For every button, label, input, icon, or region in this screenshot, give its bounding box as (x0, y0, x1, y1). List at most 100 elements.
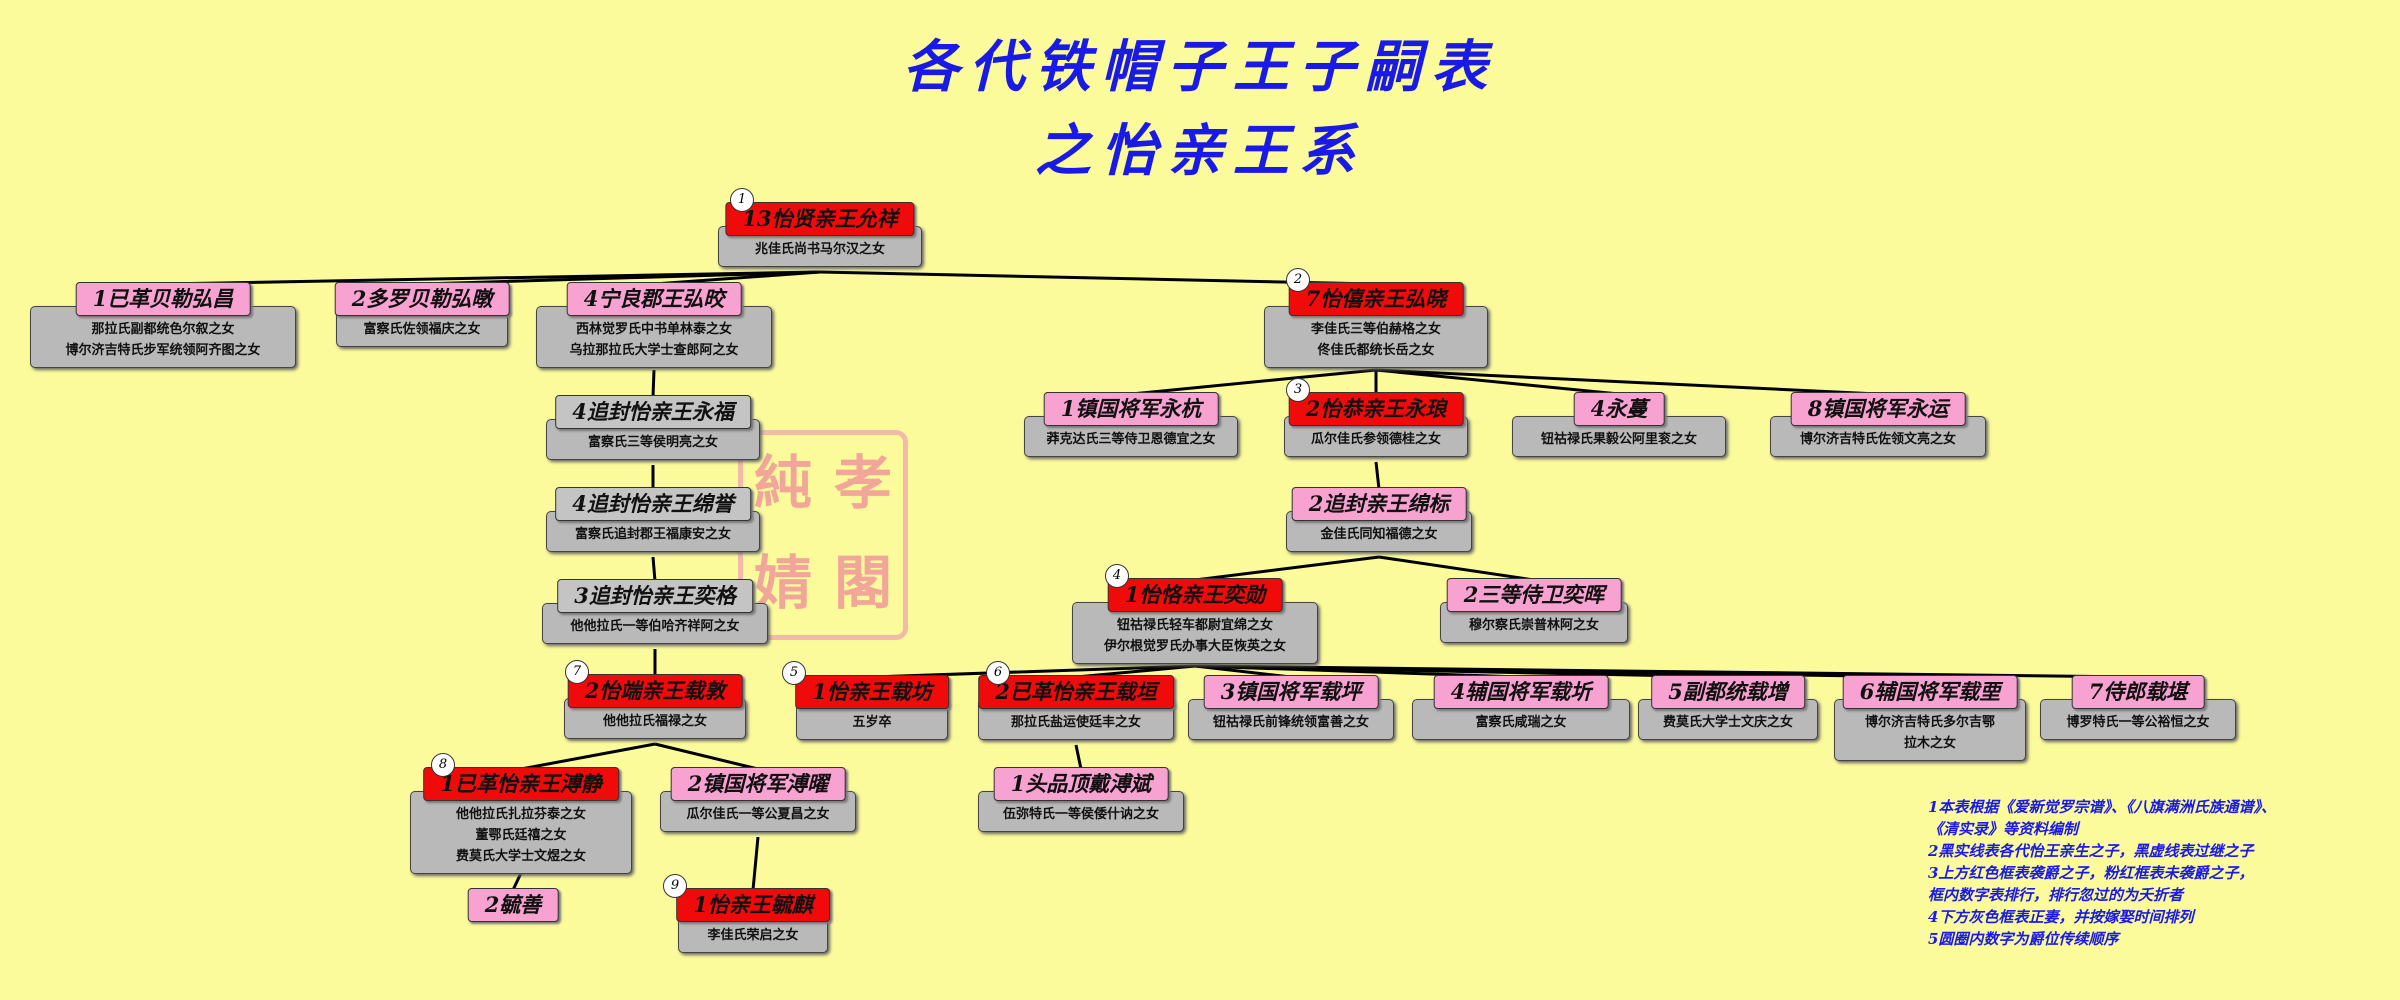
spouse-entry: 费莫氏大学士文庆之女 (1662, 715, 1793, 730)
connector-puyao-yuqi (751, 836, 760, 891)
connector-mianyu-yige (651, 556, 657, 582)
person-name: 3追封怡亲王奕格 (557, 579, 753, 613)
person-name: 6辅国将军载垔 (1842, 675, 2018, 709)
spouse-box: 博尔济吉特氏多尔吉鄂拉木之女 (1834, 699, 2026, 761)
spouse-entry: 费莫氏大学士文煜之女 (455, 849, 586, 864)
spouse-entry: 他他拉氏一等伯哈齐祥阿之女 (570, 619, 740, 634)
spouse-entry: 金佳氏同知福德之女 (1320, 527, 1438, 542)
seal-char-1: 純 (753, 449, 812, 517)
spouse-entry: 董鄂氏廷禧之女 (475, 828, 567, 843)
person-name: 4永蔓 (1573, 392, 1665, 426)
spouse-entry: 博尔济吉特氏多尔吉鄂 (1864, 715, 1995, 730)
connector-pujing-yushan (511, 872, 523, 891)
spouse-entry: 伊尔根觉罗氏办事大臣恢英之女 (1103, 639, 1286, 654)
spouse-entry: 李佳氏荣启之女 (707, 928, 799, 943)
spouse-box: 那拉氏副都统色尔叙之女博尔济吉特氏步军统领阿齐图之女 (30, 306, 296, 368)
spouse-entry: 五岁卒 (852, 715, 892, 730)
spouse-entry: 莽克达氏三等侍卫恩德宜之女 (1046, 432, 1216, 447)
note-line-7: 5圆圈内数字为爵位传续顺序 (1928, 930, 2119, 948)
chart-title-line-2: 之怡亲王系 (1035, 118, 1365, 184)
person-name: 7侍郎载堪 (2071, 675, 2205, 709)
legend-notes: 1本表根据《爱新觉罗宗谱》、《八旗满洲氏族通谱》、 《清实录》等资料编制 2黑实… (1928, 796, 2390, 950)
spouse-entry: 拉木之女 (1903, 736, 1956, 751)
succession-order-circle: 7 (565, 660, 589, 684)
spouse-entry: 伍弥特氏一等侯倭什讷之女 (1002, 807, 1159, 822)
note-line-3: 2黑实线表各代怡王亲生之子，黑虚线表过继之子 (1928, 842, 2254, 860)
connector-yinxiang-hongxiao (819, 270, 1377, 286)
succession-order-circle: 4 (1105, 564, 1129, 588)
note-line-2: 《清实录》等资料编制 (1928, 820, 2079, 838)
person-name: 8镇国将军永运 (1790, 392, 1966, 426)
spouse-entry: 那拉氏盐运使廷丰之女 (1010, 715, 1141, 730)
connector-mianbiao-yihui (1378, 555, 1535, 582)
person-name: 1怡恪亲王奕勋 (1107, 578, 1283, 612)
connector-hongxiao-yongkang (1130, 368, 1377, 396)
person-name: 2追封亲王绵标 (1291, 487, 1467, 521)
person-name: 13怡贤亲王允祥 (725, 202, 915, 236)
seal-stamp: 純 孝 婧 閣 (738, 430, 908, 640)
connector-hongxiao-yongyun (1375, 368, 1879, 396)
person-name: 4辅国将军载圻 (1433, 675, 1609, 709)
spouse-entry: 那拉氏副都统色尔叙之女 (91, 322, 235, 337)
succession-order-circle: 3 (1286, 378, 1310, 402)
succession-order-circle: 2 (1286, 268, 1310, 292)
spouse-entry: 穆尔察氏崇普林阿之女 (1468, 618, 1599, 633)
spouse-entry: 佟佳氏都统长岳之女 (1317, 343, 1435, 358)
spouse-entry: 乌拉那拉氏大学士查郎阿之女 (569, 343, 739, 358)
connector-mianbiao-yixun (1194, 555, 1380, 582)
spouse-box: 他他拉氏扎拉芬泰之女董鄂氏廷禧之女费莫氏大学士文煜之女 (410, 791, 632, 874)
succession-order-circle: 8 (431, 753, 455, 777)
person-name: 1怡亲王载坊 (795, 675, 949, 709)
seal-char-2: 孝 (833, 449, 892, 517)
spouse-entry: 兆佳氏尚书马尔汉之女 (754, 242, 885, 257)
person-name: 3镇国将军载坪 (1203, 675, 1379, 709)
spouse-entry: 博罗特氏一等公裕恒之女 (2066, 715, 2210, 730)
note-line-1: 1本表根据《爱新觉罗宗谱》、《八旗满洲氏族通谱》、 (1928, 798, 2276, 816)
person-name: 2镇国将军溥曜 (670, 767, 846, 801)
person-name: 2多罗贝勒弘暾 (334, 282, 510, 316)
spouse-entry: 李佳氏三等伯赫格之女 (1310, 322, 1441, 337)
spouse-entry: 西林觉罗氏中书单林泰之女 (575, 322, 732, 337)
spouse-entry: 钮祜禄氏前锋统领富善之女 (1212, 715, 1369, 730)
spouse-entry: 他他拉氏福禄之女 (602, 714, 707, 729)
note-line-6: 4下方灰色框表正妻，并按嫁娶时间排列 (1928, 908, 2194, 926)
spouse-entry: 钮祜禄氏果毅公阿里衮之女 (1540, 432, 1697, 447)
spouse-box: 李佳氏三等伯赫格之女佟佳氏都统长岳之女 (1264, 306, 1488, 368)
connector-hongxiao-yongman (1375, 368, 1620, 396)
succession-order-circle: 1 (730, 188, 754, 212)
connector-zaidun-puyao (654, 742, 759, 771)
connector-hongjiao_n-yongfu (651, 369, 656, 398)
connector-zaidun-pujing (520, 742, 656, 771)
succession-order-circle: 5 (782, 661, 806, 685)
person-name: 1已革怡亲王溥静 (423, 767, 619, 801)
succession-order-circle: 9 (663, 874, 687, 898)
person-name: 2已革怡亲王载垣 (978, 675, 1174, 709)
person-name: 1镇国将军永杭 (1043, 392, 1219, 426)
connector-zaiyuan-puwei (1074, 744, 1083, 770)
person-name: 2毓善 (467, 888, 559, 922)
note-line-5: 框内数字表排行，排行忽过的为夭折者 (1928, 886, 2184, 904)
person-name: 4追封怡亲王绵誉 (555, 487, 751, 521)
spouse-entry: 富察氏三等侯明亮之女 (587, 435, 718, 450)
connector-yonglang-mianbiao (1374, 461, 1381, 490)
person-name: 7怡僖亲王弘晓 (1288, 282, 1464, 316)
seal-char-4: 閣 (833, 549, 892, 617)
spouse-entry: 他他拉氏扎拉芬泰之女 (455, 807, 586, 822)
succession-order-circle: 6 (986, 661, 1010, 685)
person-name: 4宁良郡王弘晈 (566, 282, 742, 316)
person-name: 1怡亲王毓麒 (676, 888, 830, 922)
chart-title-line-1: 各代铁帽子王子嗣表 (903, 34, 1497, 100)
spouse-entry: 钮祜禄氏轻车都尉宜绵之女 (1116, 618, 1273, 633)
spouse-entry: 瓜尔佳氏一等公夏昌之女 (686, 807, 830, 822)
spouse-box: 西林觉罗氏中书单林泰之女乌拉那拉氏大学士查郎阿之女 (536, 306, 772, 368)
person-name: 1头品顶戴溥斌 (993, 767, 1169, 801)
person-name: 2三等侍卫奕晖 (1446, 578, 1622, 612)
person-name: 4追封怡亲王永福 (555, 395, 751, 429)
note-line-4: 3上方红色框表袭爵之子，粉红框表未袭爵之子， (1928, 864, 2254, 882)
spouse-entry: 瓜尔佳氏参领德桂之女 (1310, 432, 1441, 447)
spouse-entry: 富察氏追封郡王福康安之女 (574, 527, 731, 542)
spouse-entry: 富察氏咸瑞之女 (1475, 715, 1567, 730)
spouse-box: 钮祜禄氏轻车都尉宜绵之女伊尔根觉罗氏办事大臣恢英之女 (1072, 602, 1318, 664)
